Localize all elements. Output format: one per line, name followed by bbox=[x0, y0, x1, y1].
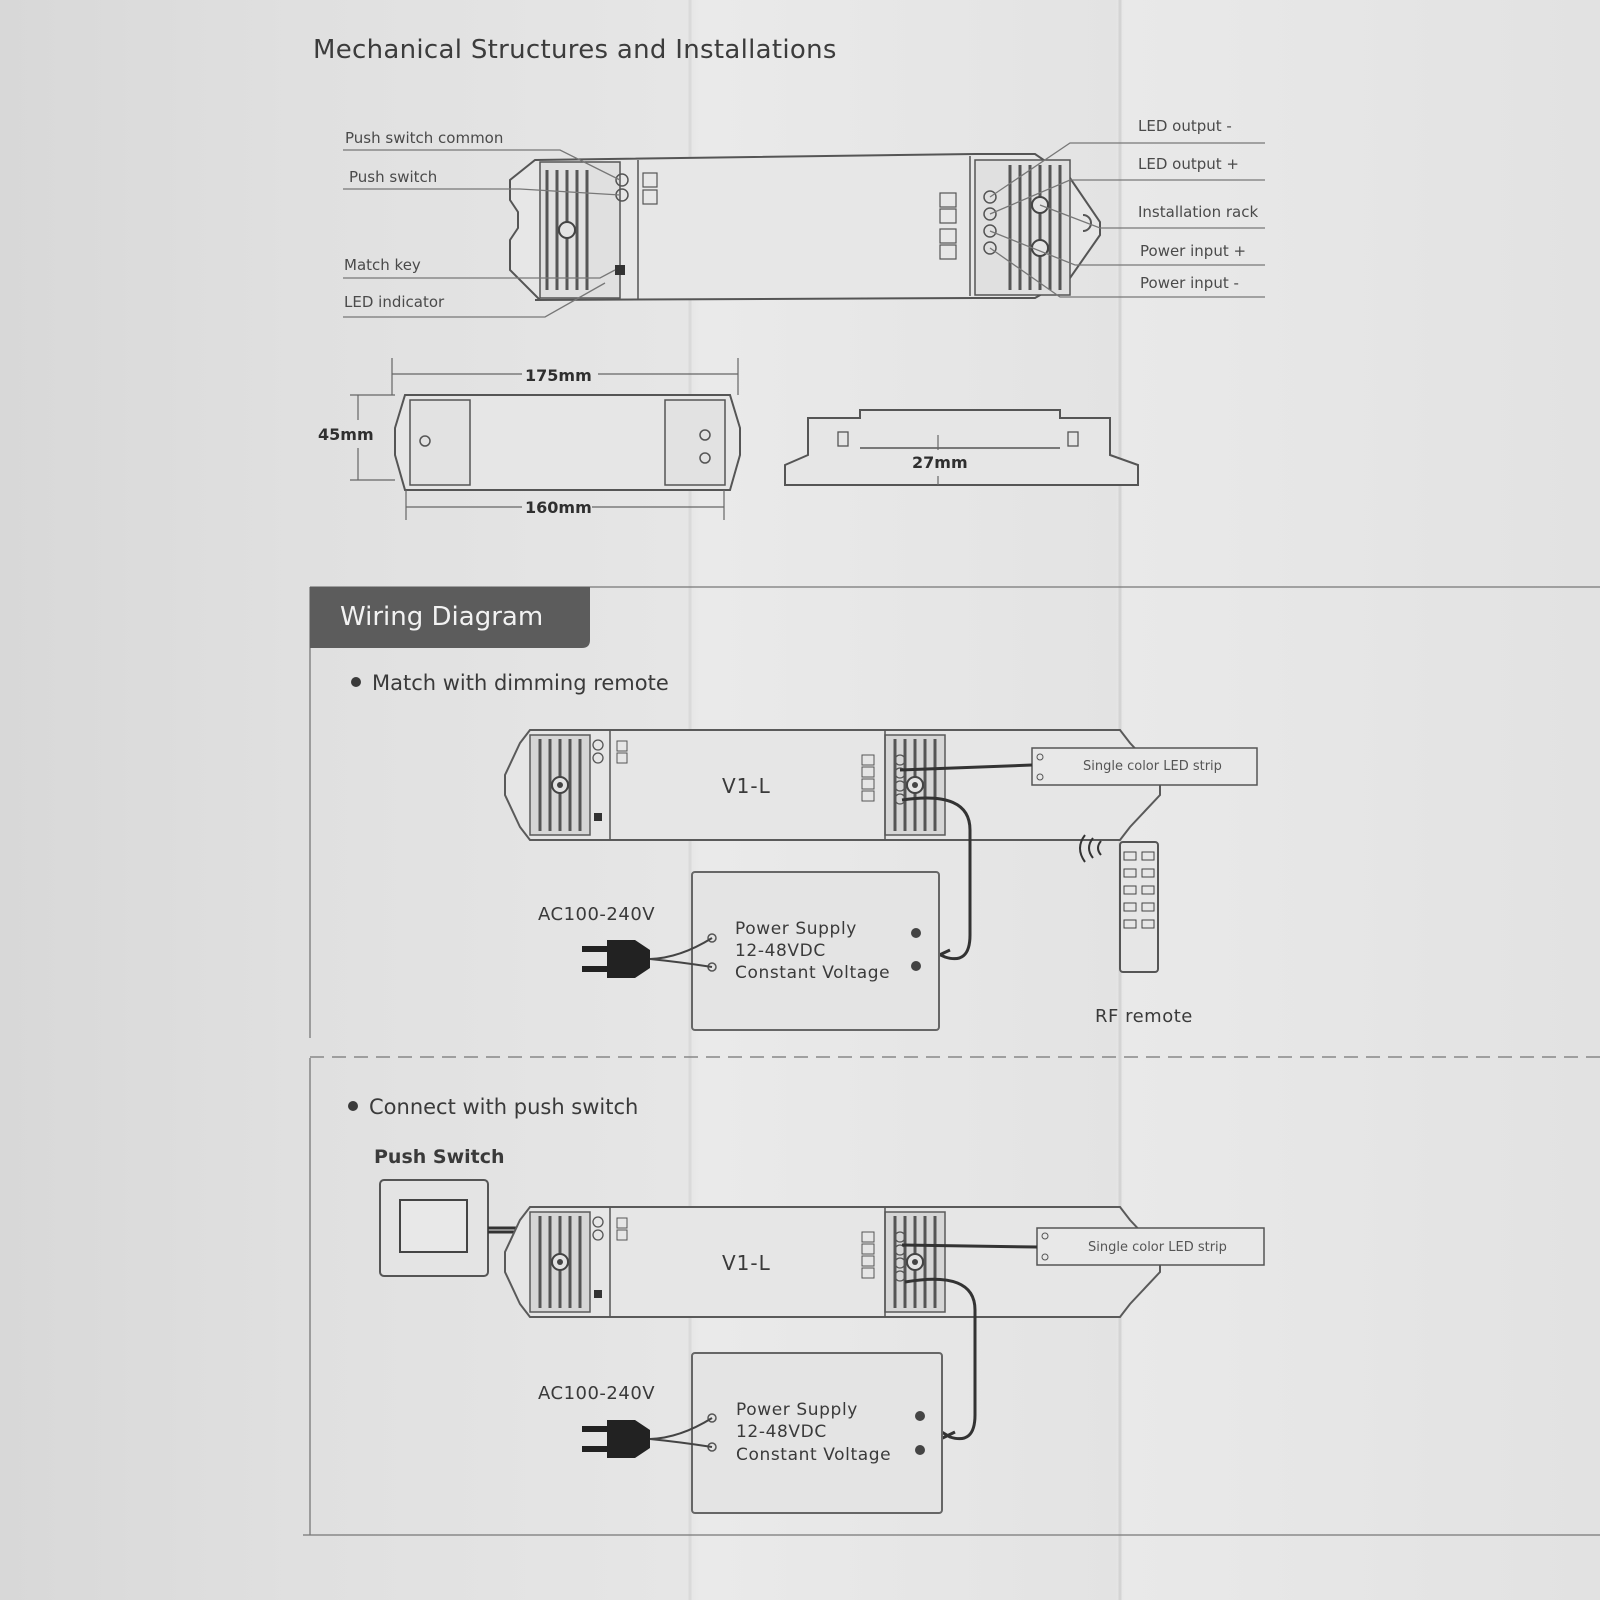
psu-terminal bbox=[915, 1411, 925, 1421]
label-match-key: Match key bbox=[344, 256, 421, 274]
dim-overall-length: 175mm bbox=[525, 366, 592, 385]
label-led-indicator: LED indicator bbox=[344, 293, 445, 311]
label-power-input-plus: Power input + bbox=[1140, 242, 1246, 260]
bullet-dot bbox=[351, 677, 361, 687]
led-strip-2 bbox=[901, 1227, 1265, 1266]
bullet-dot bbox=[348, 1101, 358, 1111]
dim-height: 27mm bbox=[912, 453, 968, 472]
psu-line-3: Constant Voltage bbox=[736, 1445, 891, 1465]
psu-line-2: 12-48VDC bbox=[735, 941, 826, 961]
rf-remote-label: RF remote bbox=[1095, 1006, 1193, 1027]
ac-plug-2 bbox=[582, 1417, 713, 1458]
push-switch-title: Push Switch bbox=[374, 1146, 505, 1168]
label-led-output-minus: LED output - bbox=[1138, 117, 1232, 135]
wiring-header: Wiring Diagram bbox=[340, 602, 543, 632]
dc-wire-2 bbox=[904, 1277, 977, 1441]
label-push-switch: Push switch bbox=[349, 168, 437, 186]
dim-body-length: 160mm bbox=[525, 498, 592, 517]
rf-remote-icon bbox=[1079, 834, 1159, 973]
module-label-2: V1-L bbox=[722, 1251, 771, 1275]
dimension-drawing-top bbox=[350, 358, 741, 520]
right-leader-lines bbox=[989, 142, 1265, 298]
controller-top-view bbox=[509, 153, 1101, 301]
psu-terminal bbox=[915, 1445, 925, 1455]
dim-width: 45mm bbox=[318, 425, 374, 444]
dc-wire-1 bbox=[901, 796, 972, 961]
label-push-switch-common: Push switch common bbox=[345, 129, 503, 147]
ac-plug-1 bbox=[582, 937, 713, 978]
controller-module-1 bbox=[504, 729, 1161, 841]
psu-line-1: Power Supply bbox=[735, 919, 857, 939]
module-label-1: V1-L bbox=[722, 774, 771, 798]
controller-module-2 bbox=[504, 1206, 1161, 1318]
label-installation-rack: Installation rack bbox=[1138, 203, 1258, 221]
bullet-push-switch: Connect with push switch bbox=[369, 1095, 638, 1119]
dimension-drawing-side bbox=[784, 409, 1139, 486]
wiring-header-tab bbox=[310, 587, 590, 648]
psu-line-2: 12-48VDC bbox=[736, 1422, 827, 1442]
section-title-mechanical: Mechanical Structures and Installations bbox=[313, 35, 837, 65]
psu-terminal bbox=[911, 961, 921, 971]
led-strip-label-2: Single color LED strip bbox=[1088, 1240, 1227, 1255]
power-supply-1 bbox=[691, 871, 940, 1031]
psu-line-1: Power Supply bbox=[736, 1400, 858, 1420]
bullet-match-remote: Match with dimming remote bbox=[372, 671, 669, 695]
psu-line-3: Constant Voltage bbox=[735, 963, 890, 983]
left-leader-lines bbox=[343, 149, 621, 318]
power-supply-2 bbox=[691, 1352, 943, 1514]
psu-terminal bbox=[707, 933, 717, 943]
label-led-output-plus: LED output + bbox=[1138, 155, 1239, 173]
psu-terminal bbox=[911, 928, 921, 938]
ac-label-2: AC100-240V bbox=[538, 1383, 655, 1404]
label-power-input-minus: Power input - bbox=[1140, 274, 1239, 292]
led-strip-label-1: Single color LED strip bbox=[1083, 759, 1222, 774]
led-strip-1 bbox=[899, 747, 1258, 786]
psu-terminal bbox=[707, 1413, 717, 1423]
ac-label-1: AC100-240V bbox=[538, 904, 655, 925]
